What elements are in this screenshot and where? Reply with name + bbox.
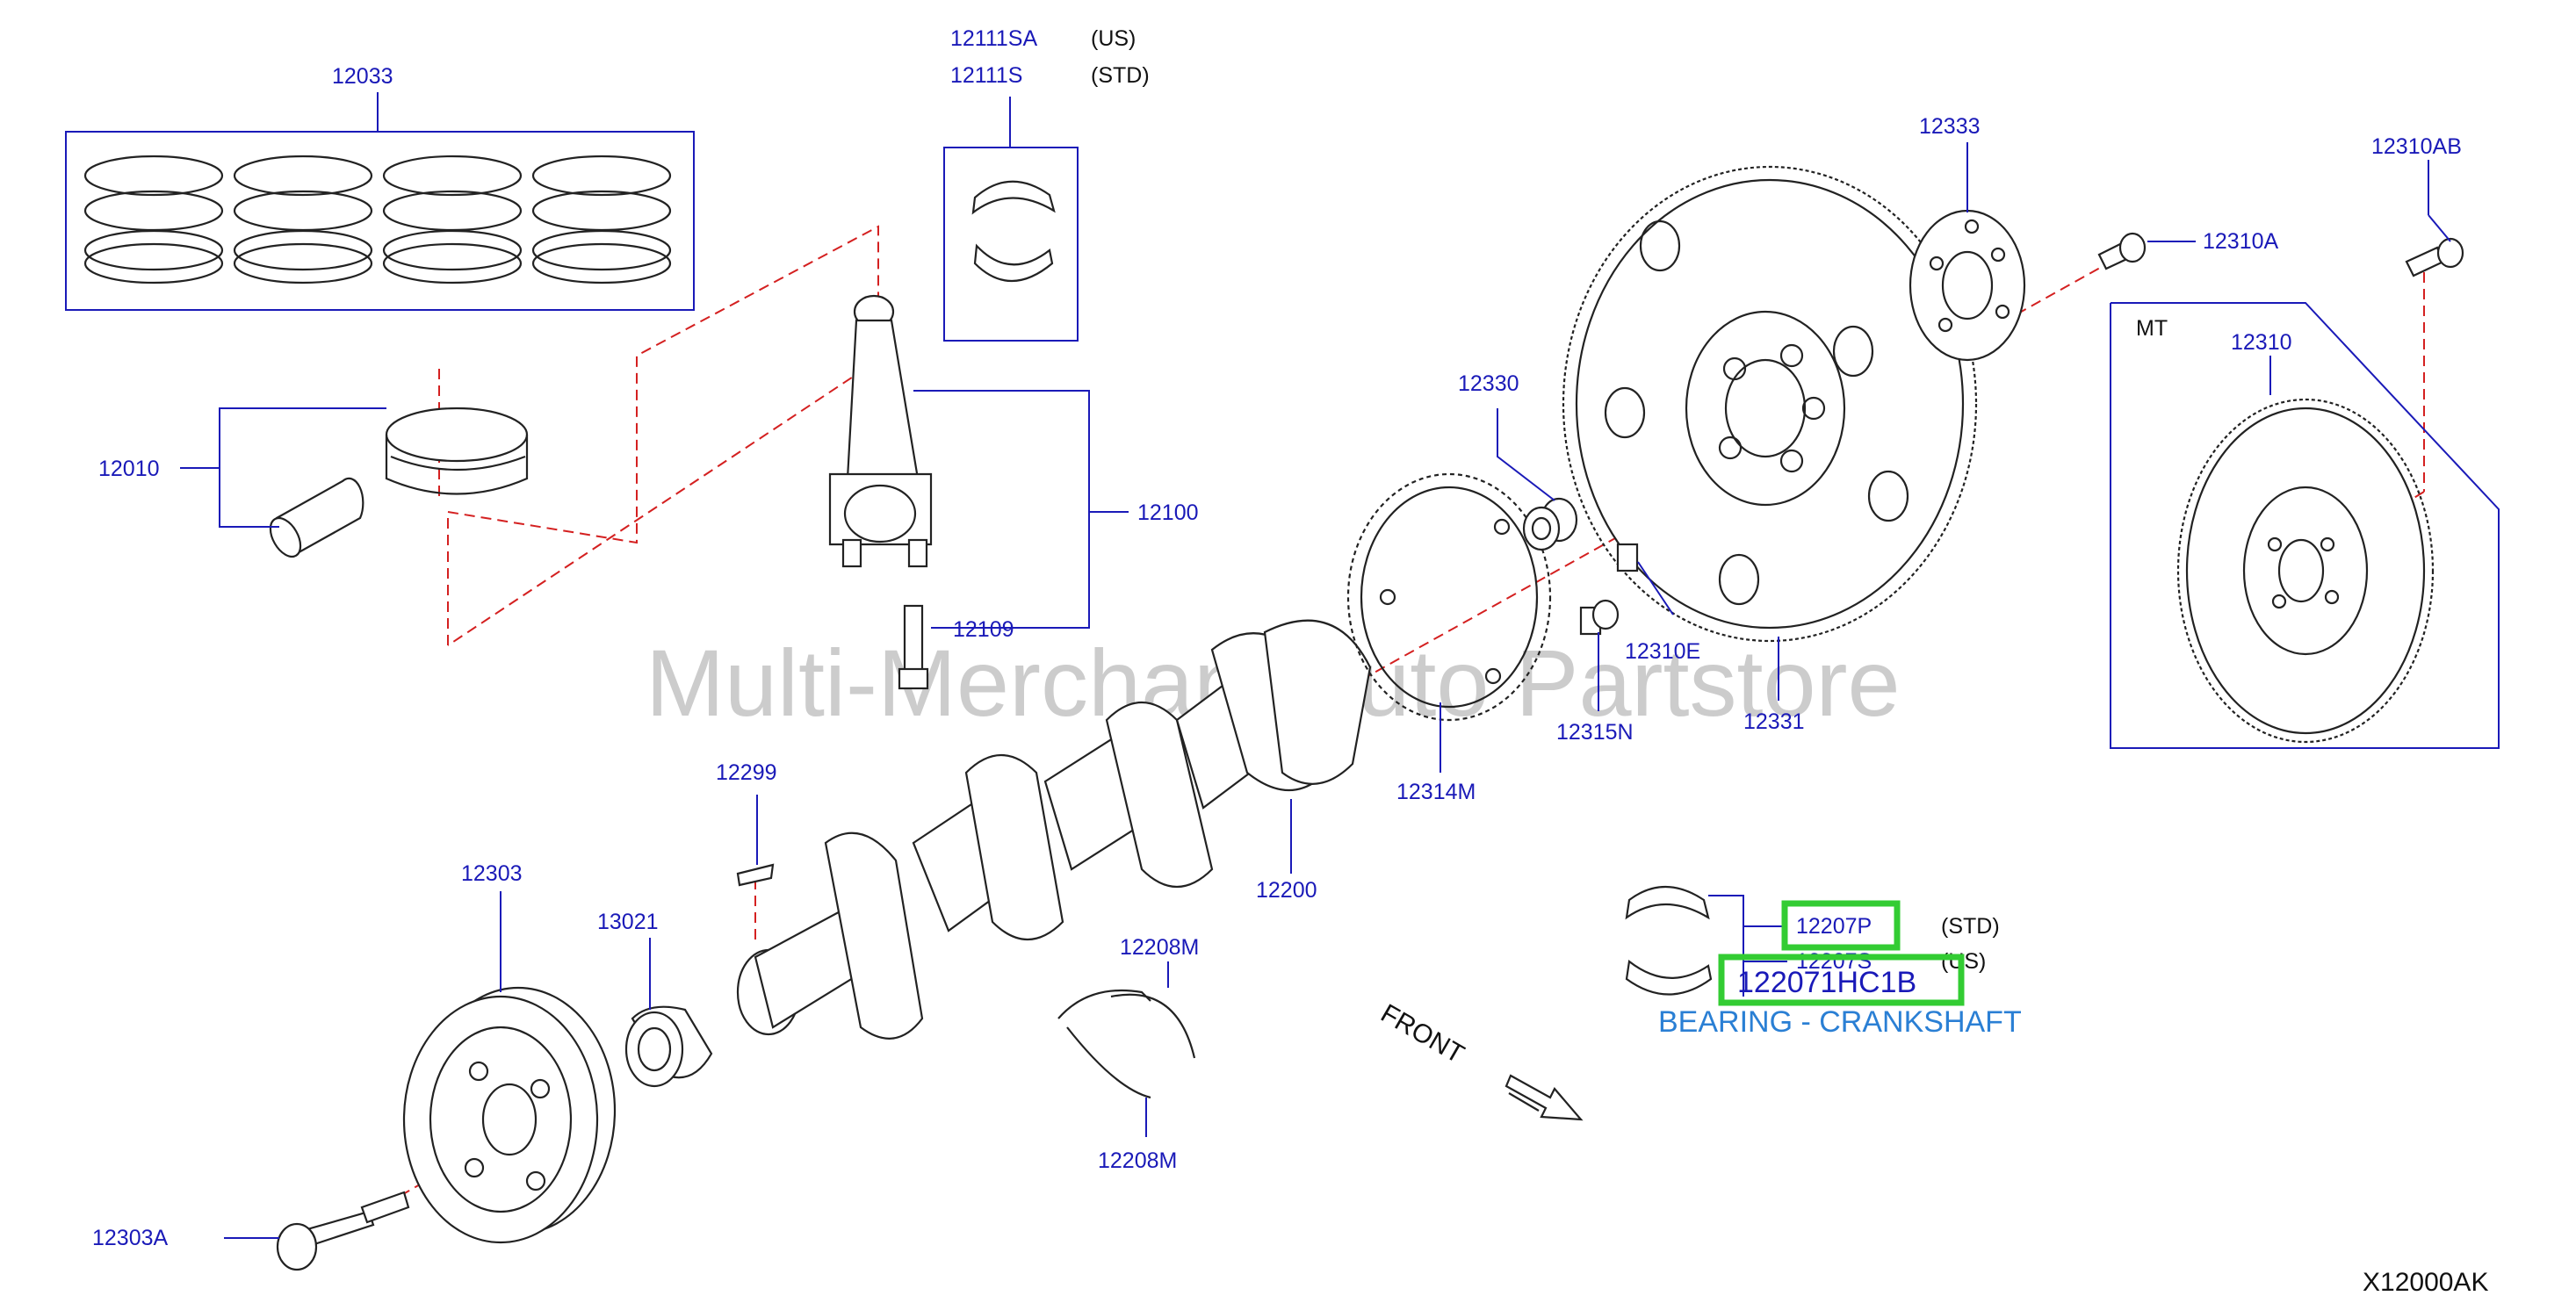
label-12333[interactable]: 12333 xyxy=(1919,114,1981,139)
mt-box xyxy=(2110,302,2500,749)
front-arrow-icon xyxy=(1504,1074,1584,1121)
piston-rings-group[interactable]: 12033 xyxy=(65,64,695,311)
label-12310E[interactable]: 12310E xyxy=(1625,639,1700,664)
rod-bearing-box xyxy=(943,147,1079,342)
drive-plate-bolt xyxy=(1579,599,1620,636)
piston-ring-set-1 xyxy=(83,155,224,284)
crank-key-group[interactable]: 12299 xyxy=(716,760,777,887)
crankshaft xyxy=(736,619,1372,1040)
pilot-bushing-group[interactable]: 12330 xyxy=(1458,371,1578,551)
piston xyxy=(385,407,529,495)
label-12310AB[interactable]: 12310AB xyxy=(2371,134,2462,159)
crankshaft-group[interactable]: 12200 xyxy=(736,619,1372,1040)
crank-key xyxy=(736,863,775,887)
pulley-bolt-group[interactable]: 12303A xyxy=(92,1191,410,1271)
rod-bearing-group[interactable]: 12111SA (US) 12111S (STD) xyxy=(943,26,1150,342)
label-12207P[interactable]: 12207P xyxy=(1796,914,1872,939)
reinforcement-plate-group[interactable]: 12333 xyxy=(1909,114,2026,362)
label-12010[interactable]: 12010 xyxy=(98,457,160,481)
drive-plate-group[interactable]: 12331 xyxy=(1562,165,1978,734)
drive-plate xyxy=(1562,165,1978,643)
thrust-washer-lower xyxy=(1066,1026,1151,1099)
label-12200[interactable]: 12200 xyxy=(1256,878,1317,903)
connecting-rod xyxy=(828,294,933,568)
label-12109[interactable]: 12109 xyxy=(953,617,1014,642)
pulley-bolt xyxy=(276,1191,410,1271)
drive-plate-bolt-group[interactable]: 12315N xyxy=(1556,599,1634,745)
sensor-plate xyxy=(1346,472,1552,722)
connecting-rod-bolt xyxy=(898,604,929,690)
piston-rings-box xyxy=(65,131,695,311)
label-12111SA[interactable]: 12111SA xyxy=(950,26,1037,51)
piston-group[interactable]: 12010 xyxy=(98,407,529,562)
highlighted-part-description: BEARING - CRANKSHAFT xyxy=(1658,1005,2022,1039)
rod-bearing-upper xyxy=(971,180,1056,215)
diagram-code: X12000AK xyxy=(2363,1268,2488,1297)
label-12303[interactable]: 12303 xyxy=(461,861,523,886)
piston-pin xyxy=(269,477,364,558)
sensor-plate-group[interactable]: 12314M xyxy=(1346,472,1552,804)
mt-flywheel-bolt-group[interactable]: 12310AB xyxy=(2371,134,2464,277)
mt-flywheel-bolt xyxy=(2405,237,2464,277)
dowel-pin-group[interactable]: 12310E xyxy=(1616,543,1700,664)
label-12310A[interactable]: 12310A xyxy=(2203,229,2279,254)
label-std-1: (STD) xyxy=(1091,63,1150,88)
main-bearing-group[interactable]: 12207P (STD) 12207S (US) 122071HC1B BEAR… xyxy=(1625,885,2022,1039)
label-13021[interactable]: 13021 xyxy=(597,910,659,934)
label-12303A[interactable]: 12303A xyxy=(92,1226,169,1250)
crank-pulley xyxy=(402,986,617,1244)
front-direction-indicator: FRONT xyxy=(1376,998,1584,1121)
flywheel-bolt xyxy=(2097,232,2147,270)
label-12331[interactable]: 12331 xyxy=(1743,709,1805,734)
label-12299[interactable]: 12299 xyxy=(716,760,777,785)
main-bearing-lower xyxy=(1625,959,1713,996)
piston-ring-set-3 xyxy=(382,155,523,284)
reinforcement-plate xyxy=(1909,209,2026,362)
label-12100[interactable]: 12100 xyxy=(1137,500,1199,525)
connecting-rod-group[interactable]: 12100 12109 xyxy=(828,294,1199,690)
label-12111S[interactable]: 12111S xyxy=(950,63,1022,88)
label-12310[interactable]: 12310 xyxy=(2231,330,2292,355)
label-12208M-bottom[interactable]: 12208M xyxy=(1098,1148,1177,1173)
mt-flywheel-group[interactable]: MT 12310 xyxy=(2110,302,2500,749)
crank-pulley-group[interactable]: 12303 xyxy=(402,861,617,1244)
thrust-washer-group[interactable]: 12208M 12208M xyxy=(1057,935,1199,1173)
highlight-box-12207P xyxy=(1781,900,1901,951)
thrust-washer-upper-left xyxy=(1057,989,1151,1019)
rod-bearing-lower xyxy=(973,243,1054,282)
flywheel-bolt-group[interactable]: 12310A xyxy=(2097,229,2279,270)
mt-flywheel xyxy=(2176,398,2435,744)
thrust-washer-upper-right xyxy=(1110,993,1196,1059)
label-12314M[interactable]: 12314M xyxy=(1396,780,1476,804)
main-bearing-upper xyxy=(1625,885,1710,920)
dowel-pin xyxy=(1616,543,1639,572)
highlighted-part-number[interactable]: 122071HC1B xyxy=(1737,966,1916,999)
crank-sprocket xyxy=(624,1005,713,1088)
label-12208M-top[interactable]: 12208M xyxy=(1120,935,1199,960)
crank-sprocket-group[interactable]: 13021 xyxy=(597,910,713,1088)
piston-ring-set-4 xyxy=(531,155,672,284)
label-us-1: (US) xyxy=(1091,26,1136,51)
label-12033[interactable]: 12033 xyxy=(332,64,393,89)
piston-ring-set-2 xyxy=(233,155,373,284)
label-12315N[interactable]: 12315N xyxy=(1556,720,1634,745)
label-std-2: (STD) xyxy=(1941,914,2000,939)
label-12330[interactable]: 12330 xyxy=(1458,371,1519,396)
pilot-bushing xyxy=(1522,497,1578,551)
label-12207S[interactable]: 12207S xyxy=(1796,949,1872,974)
highlight-box-part-number xyxy=(1718,954,1965,1006)
mt-label: MT xyxy=(2136,316,2168,341)
front-label: FRONT xyxy=(1376,998,1469,1069)
